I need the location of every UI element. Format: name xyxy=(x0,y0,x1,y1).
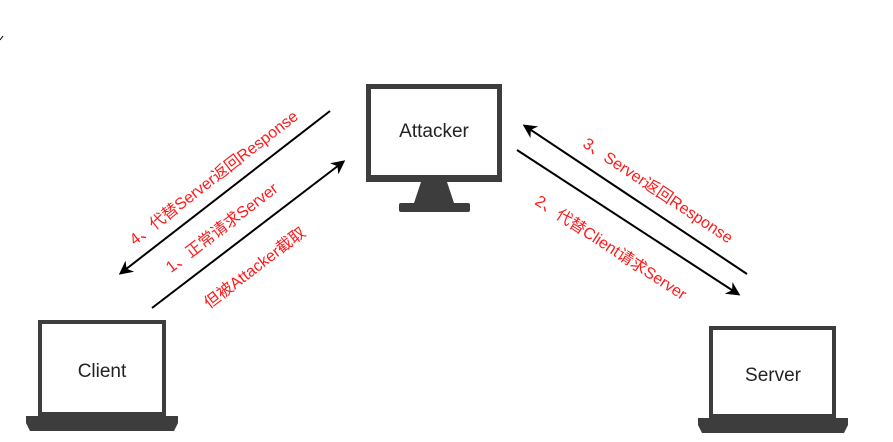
arrow-step2-to-server xyxy=(516,149,741,296)
attacker-node: Attacker xyxy=(366,84,502,212)
server-node: Server xyxy=(698,326,848,433)
arrow-step1-to-attacker xyxy=(151,160,346,309)
arrow-step3-to-attacker xyxy=(522,124,748,275)
stray-mark xyxy=(0,35,4,41)
client-label: Client xyxy=(78,361,127,382)
attacker-label: Attacker xyxy=(399,121,469,142)
server-label: Server xyxy=(745,365,802,386)
step3-label: 3、Server返回Response xyxy=(580,135,737,248)
arrow-step4-to-client xyxy=(118,110,331,275)
client-node: Client xyxy=(26,320,178,431)
